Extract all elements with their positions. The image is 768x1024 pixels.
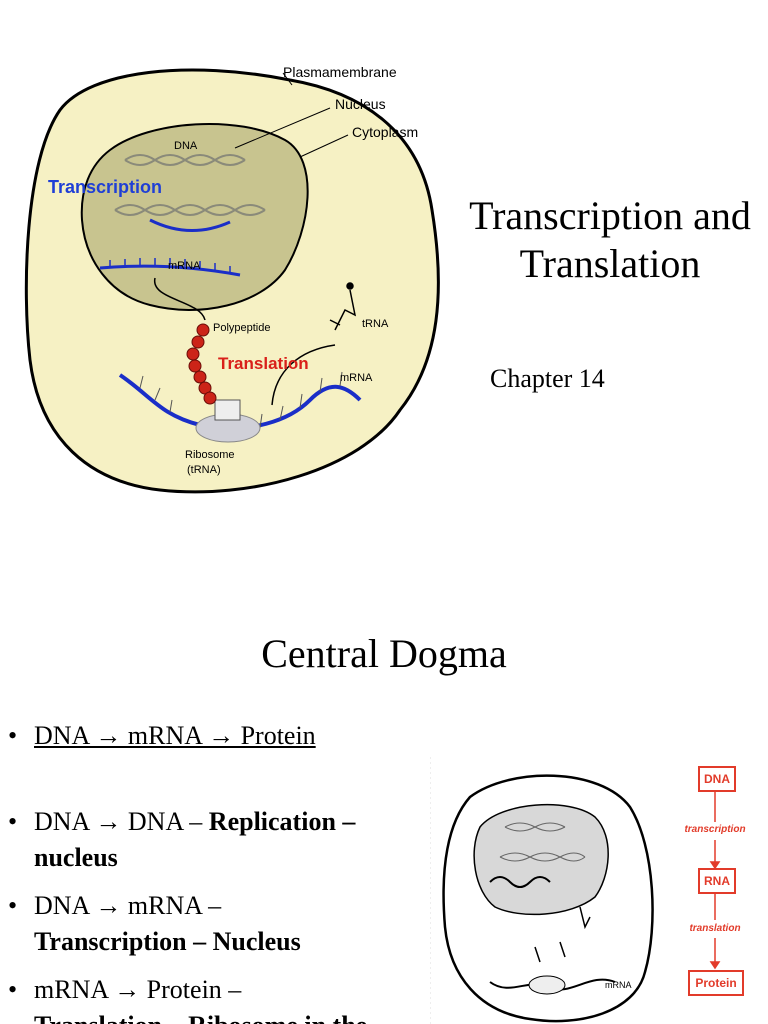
- bullet-3-text: DNA → mRNA –: [34, 891, 222, 920]
- ribosome-trna: [214, 399, 241, 421]
- cytoplasm-label: Cytoplasm: [352, 124, 419, 140]
- bullet-dot: •: [8, 891, 18, 920]
- mini-mrna-label: mRNA: [605, 980, 632, 990]
- bullet-3: • DNA → mRNA – Transcription – Nucleus: [8, 888, 301, 960]
- polypeptide-label: Polypeptide: [213, 322, 271, 334]
- bullet-2-line2: nucleus: [34, 843, 118, 872]
- chapter-label: Chapter 14: [490, 364, 605, 393]
- nuclear-mrna-label: mRNA: [168, 260, 201, 272]
- ribosome-label: Ribosome: [185, 449, 235, 461]
- dna-helix: [114, 154, 266, 216]
- export-arrow: [154, 277, 206, 321]
- bullet-4-text: mRNA → Protein –: [34, 975, 242, 1004]
- transcription-strand: [149, 218, 231, 232]
- trna-shape: [329, 282, 357, 331]
- cell-diagram: [24, 68, 440, 494]
- nuclear-mrna: [99, 264, 241, 277]
- mini-trna: [534, 906, 591, 963]
- nucleus-label: Nucleus: [335, 96, 386, 112]
- bullet-4: • mRNA → Protein – Translation – Ribosome…: [8, 972, 367, 1024]
- nuclear-mrna-bases: [109, 258, 231, 273]
- bullet-1-text: DNA → mRNA → Protein: [34, 721, 316, 750]
- slide-1: Plasmamembrane Nucleus Cytoplasm DNA Tra…: [24, 64, 751, 494]
- bullet-dot: •: [8, 807, 18, 836]
- slide-2: Central Dogma • DNA → mRNA → Protein • DNA…: [0, 512, 768, 1024]
- bullet-dot: •: [8, 721, 18, 750]
- transcription-label: Transcription: [48, 177, 163, 197]
- flow-box-protein: Protein: [688, 970, 744, 996]
- bullet-dot: •: [8, 975, 18, 1004]
- mini-ribosome: [528, 975, 566, 995]
- slide-title: Transcription and Translation: [469, 193, 751, 286]
- flow-label-translation: translation: [689, 923, 741, 934]
- mini-cell-diagram: [430, 757, 654, 1024]
- bullet-1: • DNA → mRNA → Protein: [8, 718, 316, 754]
- central-dogma-title: Central Dogma: [261, 631, 507, 676]
- bullet-3-line2: Transcription – Nucleus: [34, 927, 301, 956]
- mini-mrna-nucleus: [489, 876, 551, 888]
- mini-nucleus: [473, 803, 609, 916]
- label-pointers: [234, 72, 349, 158]
- flow-label-transcription: transcription: [684, 824, 746, 835]
- polypeptide-chain: [186, 323, 217, 405]
- nucleus-shape: [80, 122, 309, 311]
- trna-label: tRNA: [362, 318, 389, 330]
- plasmamembrane-label: Plasmamembrane: [283, 64, 397, 80]
- flow-arrows: [709, 792, 721, 970]
- bullet-2-bold: Replication –: [208, 807, 356, 836]
- dna-label: DNA: [174, 140, 198, 152]
- flow-box-rna: RNA: [698, 868, 736, 894]
- trna-arrow: [271, 344, 336, 406]
- cytoplasm-mrna: [118, 373, 362, 431]
- ribosome-sublabel: (tRNA): [187, 464, 221, 476]
- translation-label: Translation: [218, 354, 309, 373]
- mini-dna: [499, 822, 586, 862]
- bullet-2: • DNA → DNA – Replication – nucleus: [8, 804, 355, 876]
- flow-box-dna: DNA: [698, 766, 736, 792]
- cytoplasm-mrna-bases: [139, 371, 343, 429]
- cytoplasm-mrna-label: mRNA: [340, 372, 373, 384]
- bullet-4-line2: Translation – Ribosome in the: [34, 1011, 367, 1024]
- bullet-2-text: DNA → DNA –: [34, 807, 209, 836]
